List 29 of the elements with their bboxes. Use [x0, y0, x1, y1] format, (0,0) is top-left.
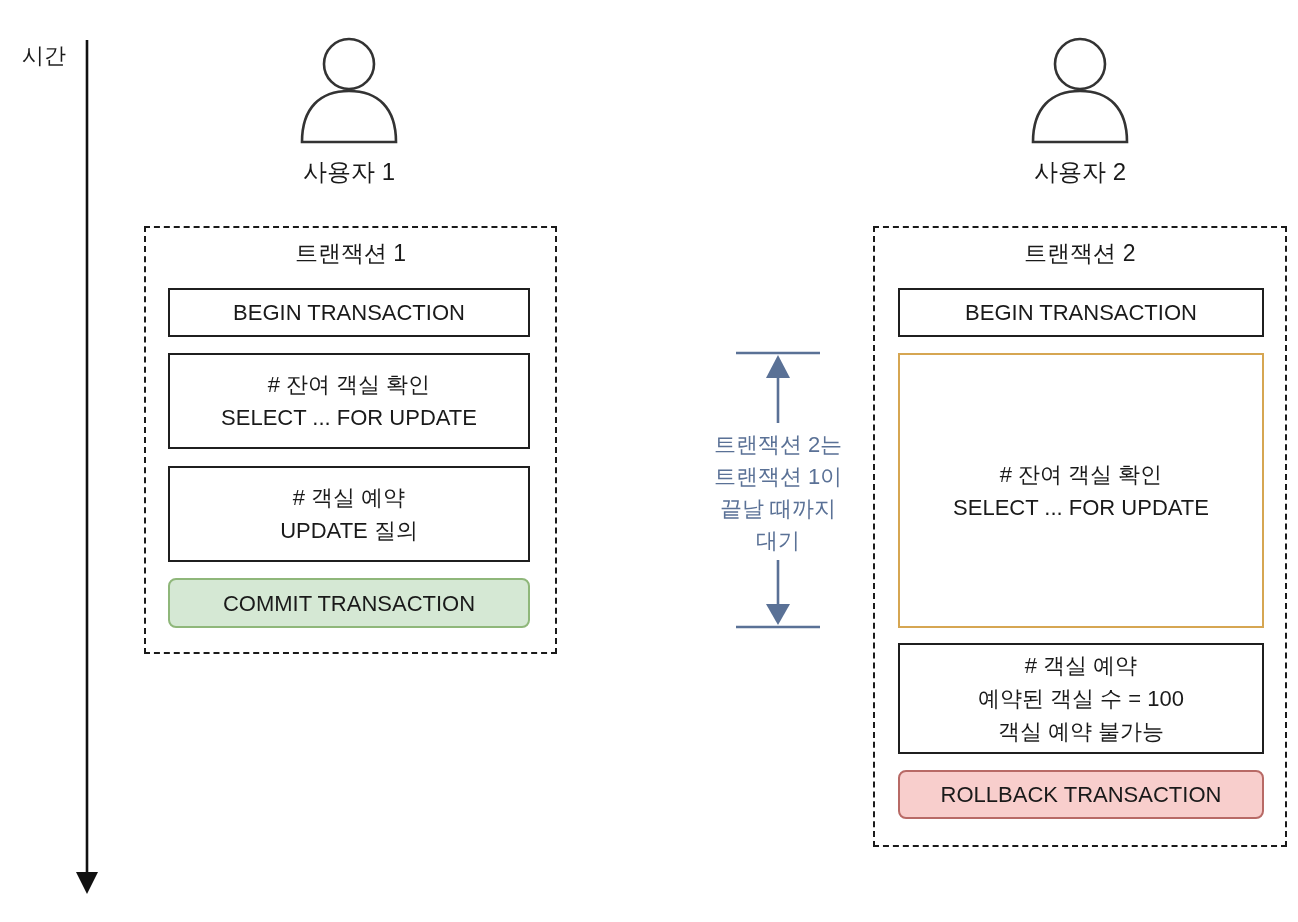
group-title: 트랜잭션 2: [1024, 239, 1136, 268]
group-title: 트랜잭션 1: [294, 239, 407, 268]
transaction-group: [873, 226, 1287, 847]
step-box: [168, 288, 530, 337]
comment-text: # 잔여 객실 확인: [267, 371, 431, 399]
comment-text: # 객실 예약: [292, 484, 406, 512]
step-box: [168, 466, 530, 562]
axis-label: 시간: [21, 42, 67, 70]
waiting-step-box: [898, 353, 1264, 628]
step-box: [898, 288, 1264, 337]
commit-box: [168, 578, 530, 628]
comment-text: # 객실 예약: [1024, 652, 1138, 680]
statement-text: BEGIN TRANSACTION: [965, 299, 1197, 327]
statement-text: UPDATE 질의: [280, 517, 418, 545]
statement-text: SELECT ... FOR UPDATE: [221, 404, 477, 432]
statement-text: BEGIN TRANSACTION: [233, 299, 465, 327]
statement-text: ROLLBACK TRANSACTION: [940, 781, 1222, 809]
statement-text: 객실 예약 불가능: [997, 718, 1165, 746]
step-box: [168, 353, 530, 449]
statement-text: SELECT ... FOR UPDATE: [953, 493, 1209, 522]
wait-note: 트랜잭션 2는 트랜잭션 1이 끝날 때까지 대기: [712, 431, 844, 555]
comment-text: # 잔여 객실 확인: [999, 460, 1163, 489]
statement-text: COMMIT TRANSACTION: [222, 589, 476, 618]
transaction-group: [144, 226, 557, 654]
statement-text: 예약된 객실 수 = 100: [978, 685, 1184, 713]
user-label: 사용자 1: [303, 157, 395, 187]
step-box: [898, 643, 1264, 754]
user-label: 사용자 2: [1034, 157, 1126, 187]
rollback-box: [898, 770, 1264, 819]
